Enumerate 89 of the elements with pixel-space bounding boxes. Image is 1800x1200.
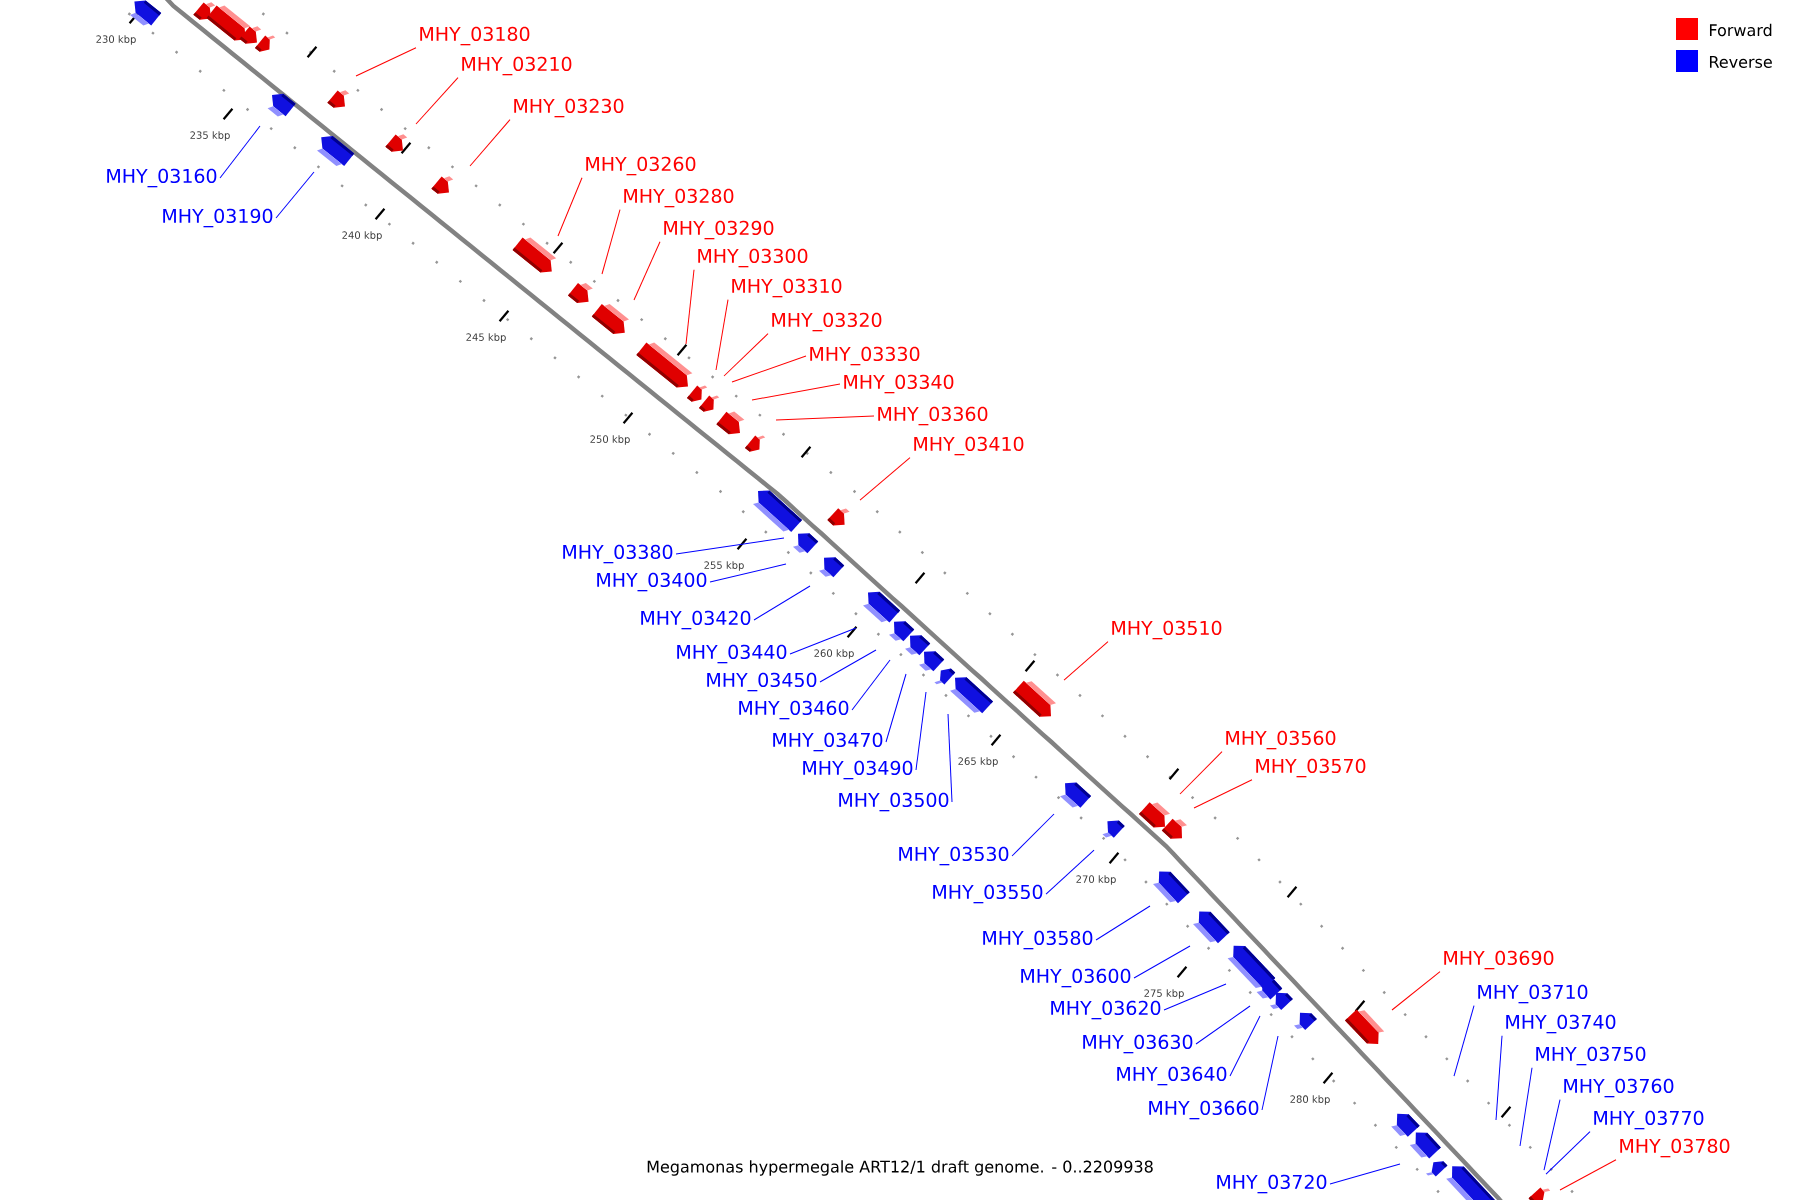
leader-line (1195, 1005, 1251, 1045)
leader-line (1095, 905, 1151, 941)
leader-line (557, 177, 583, 237)
leader-line (601, 209, 621, 275)
gene-label: MHY_03560 (1226, 730, 1336, 750)
gene-label: MHY_03580 (983, 930, 1093, 950)
leader-line (633, 241, 661, 301)
gene-label: MHY_03290 (664, 220, 774, 240)
leader-line (1011, 813, 1055, 857)
gene-label: MHY_03340 (844, 374, 954, 394)
leader-line (751, 383, 841, 401)
leader-line (885, 673, 907, 743)
gene-label: MHY_03310 (732, 278, 842, 298)
gene-label: MHY_03770 (1594, 1110, 1704, 1130)
gene-label: MHY_03210 (462, 56, 572, 76)
leader-line (859, 457, 911, 501)
leader-line (1261, 1035, 1279, 1111)
leader-line (275, 171, 315, 219)
leader-line (753, 585, 811, 621)
leader-line (1193, 779, 1253, 809)
gene-label: MHY_03550 (933, 884, 1043, 904)
leader-line (1163, 983, 1227, 1011)
leader-line (723, 333, 769, 377)
gene-label: MHY_03460 (739, 700, 849, 720)
gene-label: MHY_03780 (1620, 1138, 1730, 1158)
leader-line (1045, 849, 1095, 895)
leader-line (355, 47, 417, 77)
gene-label: MHY_03760 (1564, 1078, 1674, 1098)
gene-label: MHY_03420 (641, 610, 751, 630)
leader-line (775, 415, 875, 421)
gene-label: MHY_03630 (1083, 1034, 1193, 1054)
gene-label: MHY_03600 (1021, 968, 1131, 988)
leader-line (1229, 1015, 1261, 1077)
leader-line (947, 713, 953, 803)
leader-line (1133, 945, 1191, 979)
gene-label: MHY_03690 (1444, 950, 1554, 970)
gene-label: MHY_03660 (1149, 1100, 1259, 1120)
gene-label: MHY_03500 (839, 792, 949, 812)
gene-label: MHY_03180 (420, 26, 530, 46)
gene-label: MHY_03450 (707, 672, 817, 692)
gene-label: MHY_03470 (773, 732, 883, 752)
gene-label: MHY_03330 (810, 346, 920, 366)
gene-label: MHY_03230 (514, 98, 624, 118)
gene-label: MHY_03380 (563, 544, 673, 564)
legend-label: Reverse (1710, 56, 1772, 68)
gene-label: MHY_03530 (899, 846, 1009, 866)
gene-label: MHY_03490 (803, 760, 913, 780)
leader-line (1495, 1035, 1503, 1121)
gene-label: MHY_03620 (1051, 1000, 1161, 1020)
gene-label: MHY_03190 (163, 208, 273, 228)
gene-label: MHY_03750 (1536, 1046, 1646, 1066)
gene-label: MHY_03440 (677, 644, 787, 664)
leader-line (709, 563, 787, 583)
gene-label: MHY_03410 (914, 436, 1024, 456)
gene-label: MHY_03360 (878, 406, 988, 426)
caption: Megamonas hypermegale ART12/1 draft genome. - 0..2209938 (647, 1160, 1153, 1176)
leader-line (789, 627, 857, 655)
gene-label: MHY_03280 (624, 188, 734, 208)
leader-line (1543, 1099, 1561, 1171)
leader-line (1179, 751, 1223, 795)
leader-line (675, 537, 785, 555)
gene-label: MHY_03400 (597, 572, 707, 592)
leader-line (415, 77, 459, 125)
leader-line (1559, 1159, 1617, 1191)
leader-line (851, 659, 891, 711)
gene-label: MHY_03720 (1217, 1174, 1327, 1194)
leader-line (1063, 641, 1109, 681)
leader-line (219, 125, 261, 179)
gene-label: MHY_03510 (1112, 620, 1222, 640)
leader-line (731, 355, 807, 383)
leader-line (1545, 1131, 1591, 1175)
leader-line (469, 119, 511, 167)
leader-line (1329, 1163, 1401, 1185)
leader-line (1453, 1005, 1475, 1077)
gene-label: MHY_03300 (698, 248, 808, 268)
leader-line (715, 299, 729, 371)
gene-label: MHY_03160 (107, 168, 217, 188)
leader-line (915, 691, 927, 771)
legend-label: Forward (1710, 23, 1772, 37)
gene-label: MHY_03740 (1506, 1014, 1616, 1034)
leader-line (685, 269, 695, 345)
gene-label: MHY_03320 (772, 312, 882, 332)
leader-line (819, 649, 877, 683)
gene-label: MHY_03640 (1117, 1066, 1227, 1086)
leader-line (1391, 971, 1441, 1011)
gene-label: MHY_03260 (586, 156, 696, 176)
gene-label: MHY_03710 (1478, 984, 1588, 1004)
leader-line (1519, 1067, 1533, 1147)
gene-label: MHY_03570 (1256, 758, 1366, 778)
